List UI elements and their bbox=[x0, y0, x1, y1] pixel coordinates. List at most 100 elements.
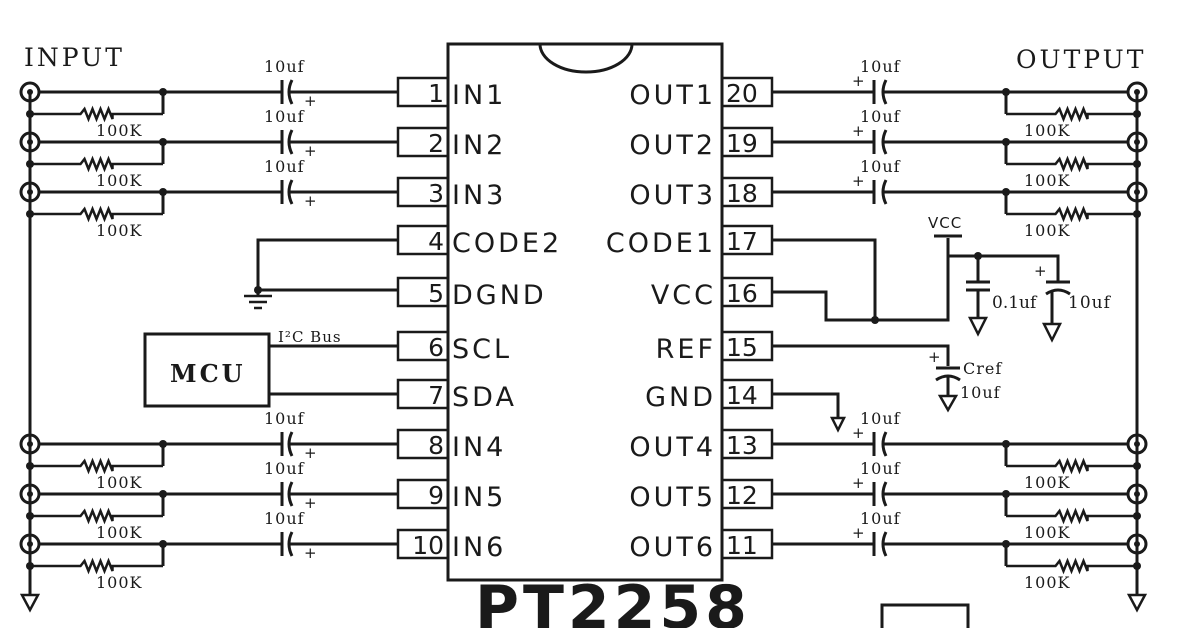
pin-number: 13 bbox=[726, 431, 758, 460]
resistor-label: 100K bbox=[96, 573, 143, 592]
pin-number: 18 bbox=[726, 179, 758, 208]
ground-icon bbox=[937, 394, 959, 413]
cap-label: 10uf bbox=[860, 459, 901, 478]
pin-name: VCC bbox=[651, 280, 716, 311]
resistor-symbol bbox=[1006, 205, 1137, 223]
resistor-label: 100K bbox=[96, 473, 143, 492]
cref-label: Cref bbox=[963, 359, 1002, 378]
ic-notch bbox=[538, 43, 634, 74]
mcu-label: MCU bbox=[170, 359, 246, 388]
input-channel: 10uf +100K bbox=[19, 57, 398, 140]
output-channel: +10uf 100K bbox=[772, 107, 1148, 190]
pin-number: 4 bbox=[428, 227, 444, 256]
svg-text:+: + bbox=[304, 142, 317, 160]
svg-text:+: + bbox=[852, 122, 865, 140]
pin-name: GND bbox=[645, 382, 716, 413]
output-channel: +10uf 100K bbox=[772, 409, 1148, 492]
pin-name: OUT6 bbox=[629, 532, 716, 563]
pin-number: 9 bbox=[428, 481, 444, 510]
pin-name: DGND bbox=[452, 280, 547, 311]
resistor-label: 100K bbox=[96, 171, 143, 190]
output-channel: +10uf 100K bbox=[772, 57, 1148, 140]
resistor-symbol bbox=[30, 457, 163, 475]
pin-2: 2 IN2 bbox=[396, 126, 506, 161]
pin-name: IN1 bbox=[452, 80, 506, 111]
vcc-network: VCC 0.1uf + 10uf bbox=[772, 214, 1112, 343]
cap-label: 10uf bbox=[860, 509, 901, 528]
input-channel: 10uf+100K bbox=[19, 409, 398, 492]
mcu-block: MCU I²C Bus bbox=[143, 328, 398, 408]
resistor-symbol bbox=[30, 155, 163, 173]
pin-name: IN6 bbox=[452, 532, 506, 563]
svg-text:+: + bbox=[304, 444, 317, 462]
resistor-label: 100K bbox=[1024, 523, 1071, 542]
resistor-symbol bbox=[30, 507, 163, 525]
pin-19: 19 OUT2 bbox=[629, 126, 774, 161]
pin-number: 6 bbox=[428, 333, 444, 362]
pin-name: OUT4 bbox=[629, 432, 716, 463]
cref-value: 10uf bbox=[960, 383, 1001, 402]
resistor-symbol bbox=[30, 205, 163, 223]
svg-text:+: + bbox=[304, 494, 317, 512]
pin-name: CODE2 bbox=[452, 228, 562, 259]
cap-label: 10uf bbox=[264, 459, 305, 478]
pin-number: 3 bbox=[428, 179, 444, 208]
ground-icon bbox=[967, 316, 989, 337]
resistor-label: 100K bbox=[96, 221, 143, 240]
pin-name: OUT1 bbox=[629, 80, 716, 111]
svg-text:+: + bbox=[852, 474, 865, 492]
cap-label: 10uf bbox=[860, 107, 901, 126]
resistor-symbol bbox=[1006, 457, 1137, 475]
svg-text:+: + bbox=[304, 544, 317, 562]
output-circuits: +10uf100K+10uf100K+10uf100K+10uf100K+10u… bbox=[772, 57, 1148, 592]
svg-text:+: + bbox=[1034, 262, 1047, 280]
cap-label: 10uf bbox=[264, 57, 305, 76]
input-channel: 10uf +100K bbox=[19, 459, 398, 542]
pin-name: IN4 bbox=[452, 432, 506, 463]
ic-chip bbox=[446, 42, 724, 582]
resistor-label: 100K bbox=[1024, 121, 1071, 140]
vcc-label: VCC bbox=[928, 214, 962, 232]
mcu-box bbox=[143, 332, 271, 408]
pin-name: IN3 bbox=[452, 180, 506, 211]
output-ground-icon bbox=[1126, 593, 1148, 613]
pin-name: IN2 bbox=[452, 130, 506, 161]
pin-number: 17 bbox=[726, 227, 758, 256]
input-circuits: 10uf+100K10uf+100K10uf+100K10uf+100K10uf… bbox=[19, 57, 398, 592]
pin-number: 8 bbox=[428, 431, 444, 460]
pin-13: 13 OUT4 bbox=[629, 428, 774, 463]
resistor-symbol bbox=[1006, 507, 1137, 525]
input-ground-icon bbox=[19, 593, 41, 613]
decoupling-cap-large-label: 10uf bbox=[1068, 293, 1112, 313]
chip-title: PT2258 bbox=[475, 573, 751, 628]
resistor-label: 100K bbox=[96, 523, 143, 542]
partial-box bbox=[880, 603, 970, 628]
svg-text:+: + bbox=[304, 92, 317, 110]
cref-network: + Cref 10uf bbox=[772, 344, 1002, 413]
pin-name: OUT2 bbox=[629, 130, 716, 161]
pin-number: 2 bbox=[428, 129, 444, 158]
pin-number: 12 bbox=[726, 481, 758, 510]
pin-number: 19 bbox=[726, 129, 758, 158]
resistor-label: 100K bbox=[1024, 171, 1071, 190]
pin-name: REF bbox=[656, 334, 716, 365]
output-header: OUTPUT bbox=[1016, 45, 1146, 74]
resistor-label: 100K bbox=[96, 121, 143, 140]
pin-3: 3 IN3 bbox=[396, 176, 506, 211]
right-pins: 20OUT119OUT218OUT317CODE116VCC15REF14GND… bbox=[606, 76, 774, 563]
resistor-label: 100K bbox=[1024, 473, 1071, 492]
decoupling-cap-small-label: 0.1uf bbox=[992, 293, 1038, 313]
cap-label: 10uf bbox=[264, 157, 305, 176]
